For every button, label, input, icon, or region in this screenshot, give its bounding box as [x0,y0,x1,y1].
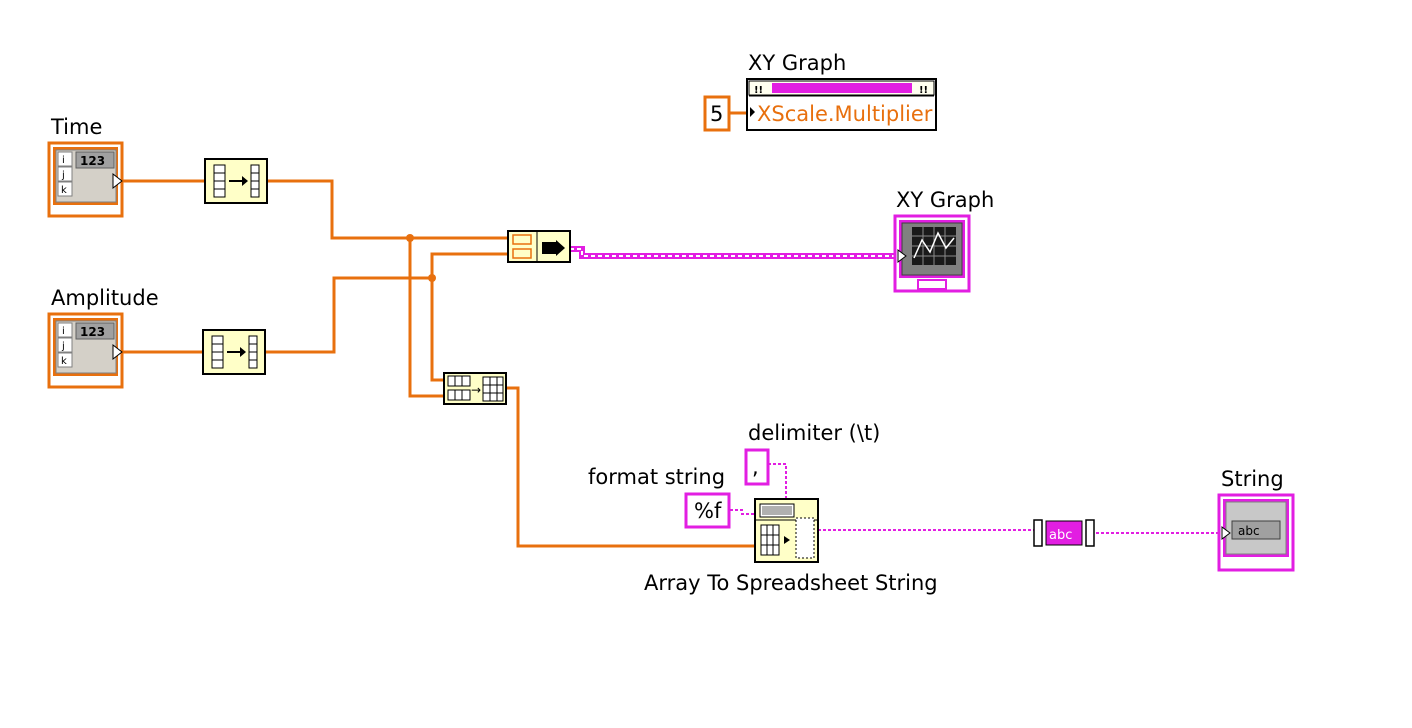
orange-wires [122,111,755,548]
wire-reshape1-to-bundle[interactable] [267,179,508,240]
input-arrow-icon [897,249,907,263]
format-string-label: format string [588,465,725,489]
array-to-spreadsheet-string-node[interactable] [754,498,819,563]
input-arrow-icon [1221,526,1231,540]
string-label: String [1221,467,1284,491]
string-conversion-node[interactable]: abc [1033,519,1095,547]
dbl-type-label: DBL [73,206,96,217]
spreadsheet-icon [795,517,815,559]
delimiter-label: delimiter (\t) [748,421,880,445]
array-to-spreadsheet-label: Array To Spreadsheet String [644,571,938,595]
svg-text:i: i [62,326,65,337]
svg-text:i: i [62,155,65,166]
numeric-icon-text: 123 [80,154,105,168]
reshape-array-node-1[interactable] [204,158,268,204]
xy-graph-indicator-terminal[interactable] [893,214,971,293]
svg-text:j: j [61,170,65,181]
2d-array-icon [760,524,780,556]
wire-delimiter-to-spreadsheet[interactable] [768,463,787,500]
reshape-array-node-2[interactable] [202,329,266,375]
constant-5-value: 5 [710,102,723,126]
svg-text:j: j [61,341,65,352]
property-xscale-multiplier: XScale.Multiplier [757,102,933,126]
output-arrow-icon [112,343,123,361]
xy-graph-property-label: XY Graph [748,51,846,75]
dbl-type-label: DBL [73,377,96,388]
format-string-constant[interactable]: %f [684,492,731,529]
bundle-output-icon [542,242,556,254]
wire-junction-dot [428,274,436,282]
svg-text:k: k [61,356,67,367]
xy-graph-indicator-label: XY Graph [896,188,994,212]
xy-graph-property-node[interactable]: !! !! XScale.Multiplier [746,78,937,131]
format-string-value: %f [694,499,722,523]
svg-text:k: k [61,185,67,196]
numeric-constant-5[interactable]: 5 [703,95,731,132]
time-label: Time [50,115,102,139]
amplitude-control-terminal[interactable]: i j k 123 DBL [47,312,124,389]
property-arrow-icon [750,107,755,117]
property-node-reference-bar [772,83,912,93]
arrow-right-icon [784,536,790,544]
svg-text:→: → [471,383,481,397]
wire-amp-branch-to-build-array[interactable] [430,278,444,382]
property-node-ref-left: !! [754,85,763,96]
wire-time-branch-to-build-array[interactable] [408,238,444,398]
bundle-node[interactable] [507,230,571,263]
wire-build-array-to-spreadsheet[interactable] [506,386,755,548]
2d-array-icon [482,376,504,402]
delimiter-value: , [752,455,759,479]
wire-reshape2-to-bundle[interactable] [265,252,508,354]
wire-junction-dot [406,234,414,242]
time-control-terminal[interactable]: i j k 123 DBL [47,141,124,218]
string-indicator-terminal[interactable]: abc abc [1217,493,1295,572]
wire-bundle-to-xy-graph[interactable] [570,246,898,259]
string-convert-text: abc [1049,528,1072,543]
numeric-icon-text: 123 [80,325,105,339]
wire-format-to-spreadsheet[interactable] [730,509,755,515]
pink-wires [570,246,1222,534]
property-node-ref-right: !! [919,85,928,96]
string-type-label: abc [1244,560,1264,571]
delimiter-constant[interactable]: , [744,448,770,486]
string-display-text: abc [1238,524,1260,538]
amplitude-label: Amplitude [51,286,159,310]
output-arrow-icon [112,172,123,190]
build-array-node[interactable]: → [443,372,507,405]
